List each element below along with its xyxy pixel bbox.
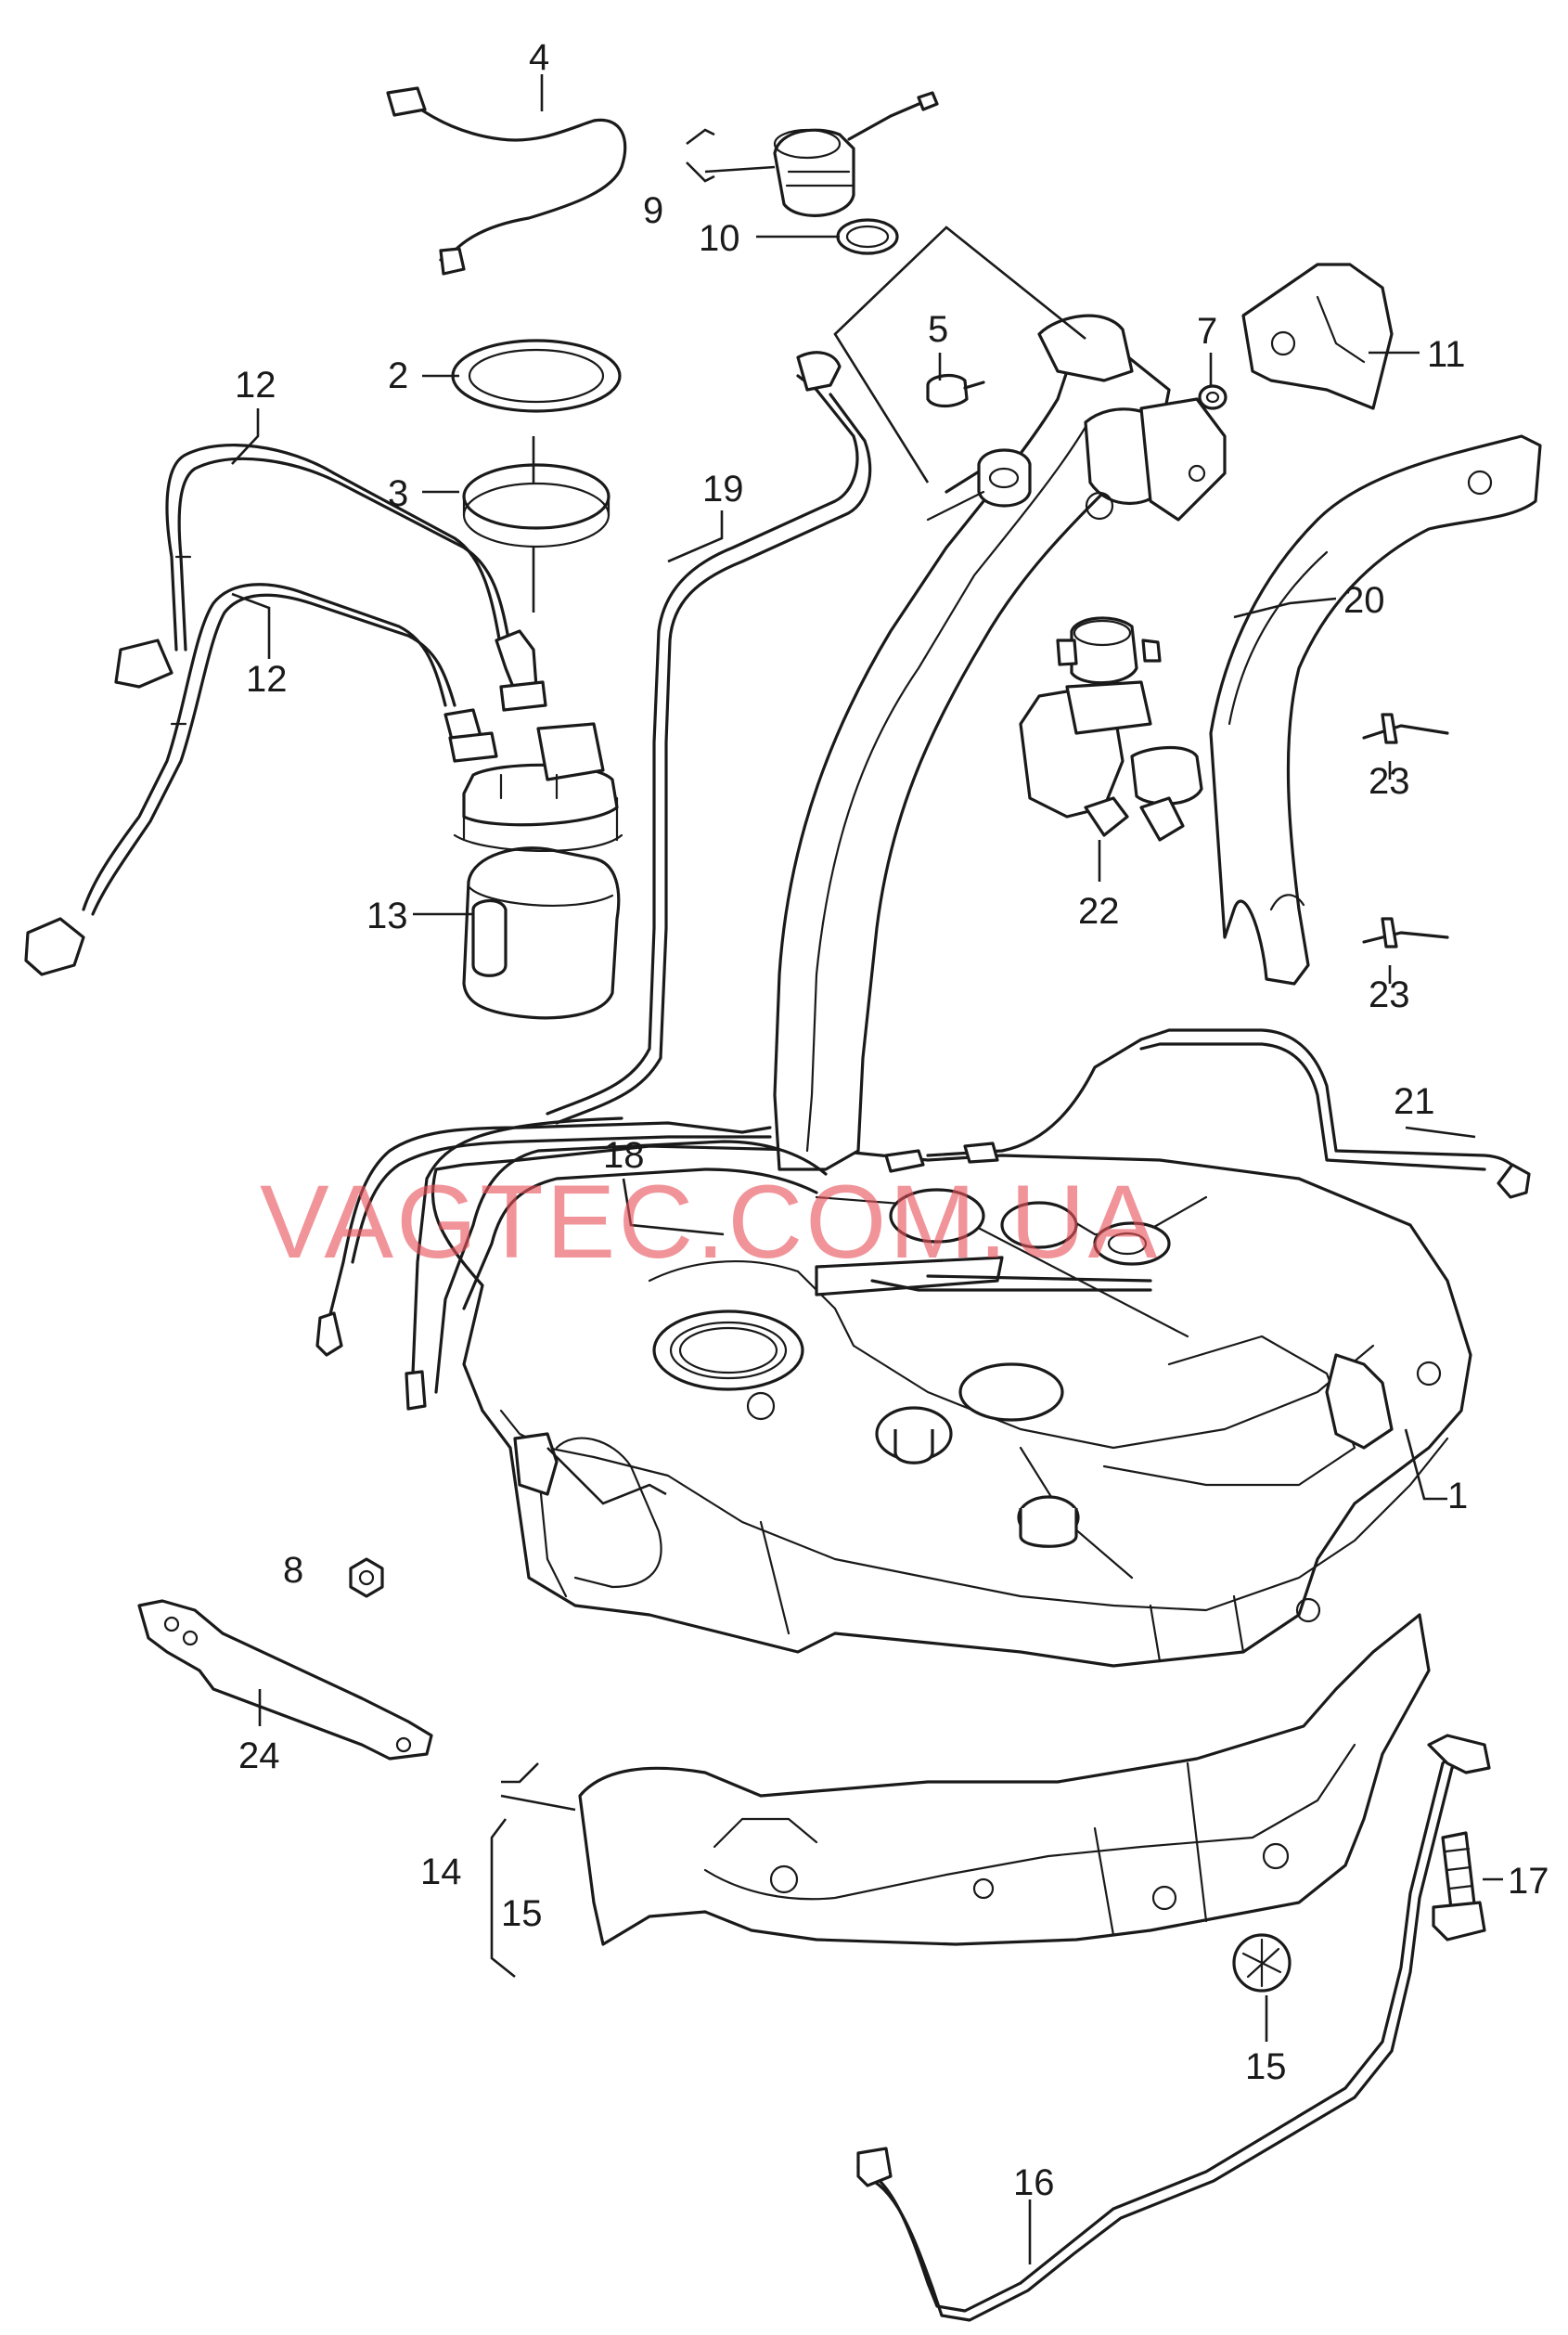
callout-5: 5: [928, 309, 948, 350]
callout-14: 14: [420, 1851, 462, 1892]
heat-shield-14: [578, 1613, 1431, 1946]
callout-18: 18: [603, 1135, 645, 1176]
fuel-tank: [431, 1144, 1472, 1668]
nut-7: [1198, 384, 1227, 410]
callout-12-upper: 12: [235, 365, 276, 406]
filler-neck: [773, 314, 1227, 1171]
callout-23-upper: 23: [1369, 761, 1410, 802]
filler-housing-20: [1209, 434, 1542, 986]
bolt-17: [1432, 1831, 1486, 1942]
fuel-pump-unit: [453, 722, 623, 1020]
leader-lines: [231, 74, 1503, 2264]
strap-16: [856, 1734, 1491, 2322]
callout-23-lower: 23: [1369, 974, 1410, 1015]
rivets-23: [1362, 713, 1449, 948]
watermark: VAGTEC.COM.UA: [260, 1164, 1160, 1280]
callout-21: 21: [1394, 1081, 1435, 1122]
nut-8: [349, 1557, 384, 1598]
callout-4: 4: [529, 37, 549, 78]
fuel-lines-12: [24, 443, 547, 976]
valve-22: [1019, 616, 1203, 842]
locking-ring-and-seal: [451, 339, 622, 548]
callout-8: 8: [283, 1550, 303, 1591]
callout-9: 9: [643, 190, 663, 231]
clip-15: [1232, 1933, 1292, 1993]
callout-24: 24: [238, 1735, 280, 1776]
callout-19: 19: [702, 469, 744, 510]
callout-16: 16: [1013, 2162, 1055, 2203]
breather-line-19: [546, 351, 872, 1125]
callout-3: 3: [388, 473, 408, 514]
callout-17: 17: [1508, 1861, 1549, 1902]
callout-10: 10: [699, 218, 740, 259]
callout-13: 13: [366, 896, 408, 936]
callout-1: 1: [1447, 1476, 1468, 1516]
fuel-lines: [315, 1028, 1531, 1411]
callout-15-right: 15: [1245, 2046, 1287, 2087]
callout-2: 2: [388, 355, 408, 396]
callout-15-left: 15: [501, 1893, 543, 1934]
plate-24: [137, 1599, 433, 1761]
callout-7: 7: [1197, 311, 1217, 352]
bolt-5: [926, 373, 985, 408]
callout-labels: 1 2 3 4 5 7 8 9 10 11 12 12 13 14 15 15 …: [235, 37, 1549, 2203]
sender-cable: [386, 86, 627, 276]
callout-22: 22: [1078, 891, 1120, 932]
bracket-11: [1241, 263, 1394, 410]
fuel-cap-assembly: [773, 91, 939, 255]
callout-11: 11: [1427, 334, 1466, 375]
callout-20: 20: [1343, 580, 1385, 621]
callout-12-lower: 12: [246, 659, 288, 700]
